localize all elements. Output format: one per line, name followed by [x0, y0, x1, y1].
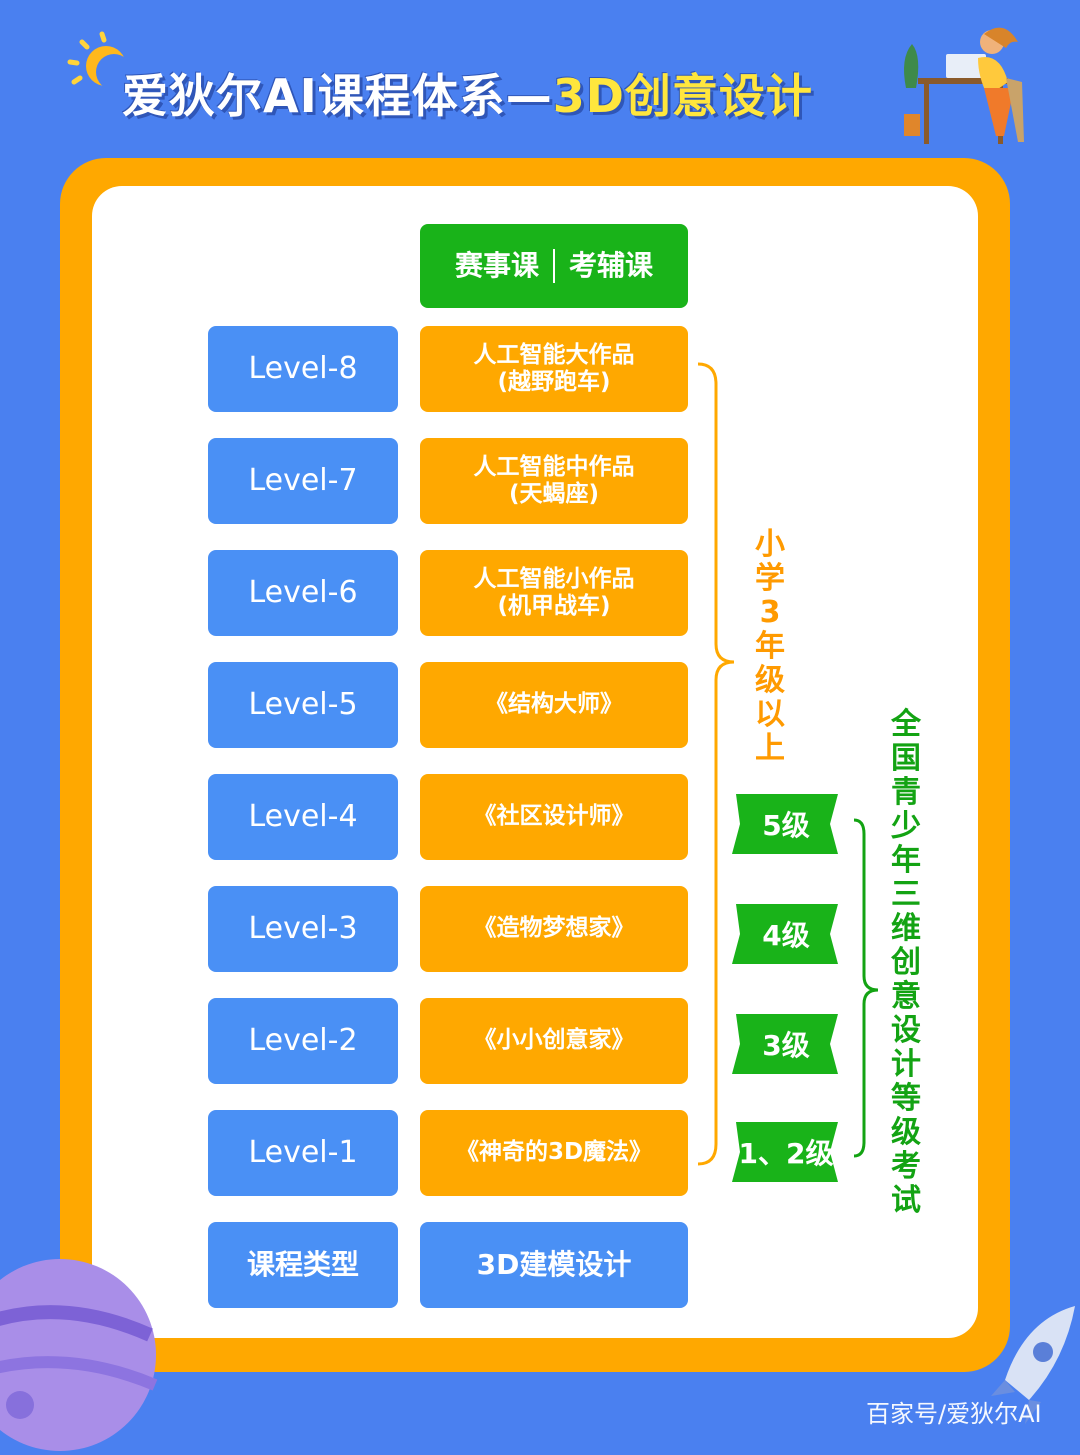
course-title: 《结构大师》 — [485, 691, 623, 718]
course-subtitle: (越野跑车) — [497, 369, 611, 395]
course-type-label-box: 课程类型 — [208, 1222, 398, 1308]
level-label: Level-1 — [248, 1135, 358, 1171]
ribbon-shape — [732, 1122, 838, 1182]
planet-decoration — [0, 1259, 158, 1451]
course-type-value: 3D建模设计 — [476, 1248, 632, 1282]
course-level-3: 《造物梦想家》 — [420, 886, 688, 972]
header-exam-prep-course: 考辅课 — [569, 249, 654, 283]
grade-requirement-note: 小学3年级以上 — [755, 527, 785, 766]
header-competition-course: 赛事课 — [454, 249, 539, 283]
exam-level-1-2: 1、2级 — [738, 1137, 834, 1170]
level-7-box: Level-7 — [208, 438, 398, 524]
header-separator — [553, 249, 555, 283]
course-level-8: 人工智能大作品(越野跑车) — [420, 326, 688, 412]
level-label: Level-8 — [248, 351, 358, 387]
green-brace — [853, 818, 879, 1158]
level-label: Level-3 — [248, 911, 358, 947]
course-title: 《神奇的3D魔法》 — [455, 1139, 653, 1166]
rocket-decoration — [991, 1306, 1075, 1424]
level-8-box: Level-8 — [208, 326, 398, 412]
watermark: 百家号/爱狄尔AI — [866, 1400, 1042, 1428]
course-subtitle: (机甲战车) — [497, 593, 611, 619]
course-title: 《小小创意家》 — [473, 1027, 635, 1054]
course-title: 《社区设计师》 — [473, 803, 635, 830]
course-level-1: 《神奇的3D魔法》 — [420, 1110, 688, 1196]
ribbon-shape — [732, 794, 838, 854]
course-title: 人工智能小作品 — [473, 565, 635, 592]
level-label: Level-6 — [248, 575, 358, 611]
ribbon-shape — [732, 904, 838, 964]
orange-brace — [697, 362, 735, 1166]
page-title: 爱狄尔AI课程体系—3D创意设计 — [122, 60, 813, 126]
level-1-box: Level-1 — [208, 1110, 398, 1196]
course-level-6: 人工智能小作品(机甲战车) — [420, 550, 688, 636]
course-type-value-box: 3D建模设计 — [420, 1222, 688, 1308]
course-level-4: 《社区设计师》 — [420, 774, 688, 860]
level-label: Level-7 — [248, 463, 358, 499]
course-subtitle: (天蝎座) — [508, 481, 600, 507]
page-title-highlight: 3D创意设计 — [552, 69, 813, 123]
exam-level-3: 3级 — [762, 1029, 810, 1062]
level-label: Level-5 — [248, 687, 358, 723]
level-3-box: Level-3 — [208, 886, 398, 972]
level-6-box: Level-6 — [208, 550, 398, 636]
page-title-main: 爱狄尔AI课程体系— — [122, 69, 553, 123]
sun-icon — [67, 31, 132, 90]
level-5-box: Level-5 — [208, 662, 398, 748]
national-exam-note: 全国青少年三维创意设计等级考试 — [891, 707, 921, 1218]
course-title: 人工智能大作品 — [473, 341, 635, 368]
course-title: 《造物梦想家》 — [473, 915, 635, 942]
girl-at-desk-illustration — [904, 27, 1024, 144]
level-4-box: Level-4 — [208, 774, 398, 860]
level-label: Level-2 — [248, 1023, 358, 1059]
exam-level-4: 4级 — [762, 919, 810, 952]
course-level-2: 《小小创意家》 — [420, 998, 688, 1084]
level-2-box: Level-2 — [208, 998, 398, 1084]
course-level-5: 《结构大师》 — [420, 662, 688, 748]
course-level-7: 人工智能中作品(天蝎座) — [420, 438, 688, 524]
course-title: 人工智能中作品 — [473, 453, 635, 480]
course-type-label: 课程类型 — [246, 1248, 359, 1282]
exam-level-5: 5级 — [762, 809, 810, 842]
course-category-header: 赛事课 考辅课 — [420, 224, 688, 308]
level-label: Level-4 — [248, 799, 358, 835]
ribbon-shape — [732, 1014, 838, 1074]
